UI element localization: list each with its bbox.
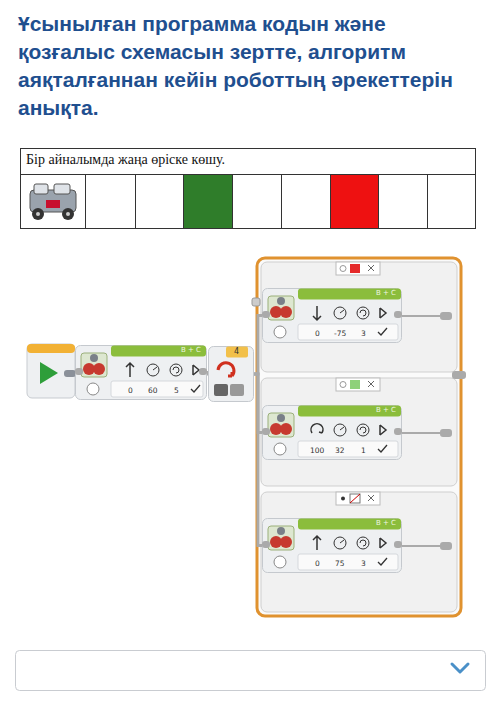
title: Ұсынылған программа кодын және қозғалыс … bbox=[18, 10, 488, 122]
parameter-value: 75 bbox=[335, 559, 345, 569]
move-tank-block: B + C 0 75 3 bbox=[262, 518, 402, 573]
parameter-value: 0 bbox=[315, 559, 320, 569]
table-cell bbox=[86, 175, 136, 229]
table-cell bbox=[184, 175, 233, 229]
port-label: B + C bbox=[376, 288, 396, 299]
parameter-value: -75 bbox=[334, 329, 346, 339]
move-tank-block: B + C 0 -75 3 bbox=[262, 288, 402, 343]
port-label: B + C bbox=[376, 518, 396, 529]
parameter-value: 0 bbox=[128, 386, 133, 396]
parameter-value: 3 bbox=[361, 329, 366, 339]
move-tank-block: B + C 0 60 5 bbox=[75, 345, 207, 400]
move-tank-block: B + C 100 32 1 bbox=[262, 405, 402, 460]
robot-icon bbox=[30, 184, 76, 220]
switch-shape bbox=[208, 346, 254, 402]
sequence-wire bbox=[254, 316, 262, 375]
table-cell bbox=[331, 175, 379, 229]
port-label: B + C bbox=[181, 345, 201, 356]
switch-frame bbox=[252, 258, 466, 616]
parameter-value: 60 bbox=[148, 386, 158, 396]
table-cell bbox=[379, 175, 428, 229]
table-cell bbox=[21, 175, 86, 229]
parameter-value: 5 bbox=[174, 386, 179, 396]
switch-block: 4 bbox=[208, 346, 254, 402]
parameter-value: 32 bbox=[335, 446, 345, 456]
sequence-wire bbox=[254, 374, 262, 546]
port-number: 4 bbox=[234, 347, 239, 357]
parameter-value: 3 bbox=[361, 559, 366, 569]
table-cell bbox=[233, 175, 282, 229]
start-block bbox=[27, 344, 76, 398]
table-cell bbox=[282, 175, 331, 229]
table-cell bbox=[428, 175, 476, 229]
sequence-wire bbox=[207, 373, 208, 375]
table-cell bbox=[136, 175, 184, 229]
parameter-value: 100 bbox=[310, 446, 324, 456]
parameter-value: 0 bbox=[315, 329, 320, 339]
table-header: Бір айналымда жаңа өріске көшу. bbox=[26, 152, 225, 168]
parameter-value: 1 bbox=[361, 446, 366, 456]
answer-dropdown bbox=[16, 651, 486, 691]
port-label: B + C bbox=[376, 405, 396, 416]
